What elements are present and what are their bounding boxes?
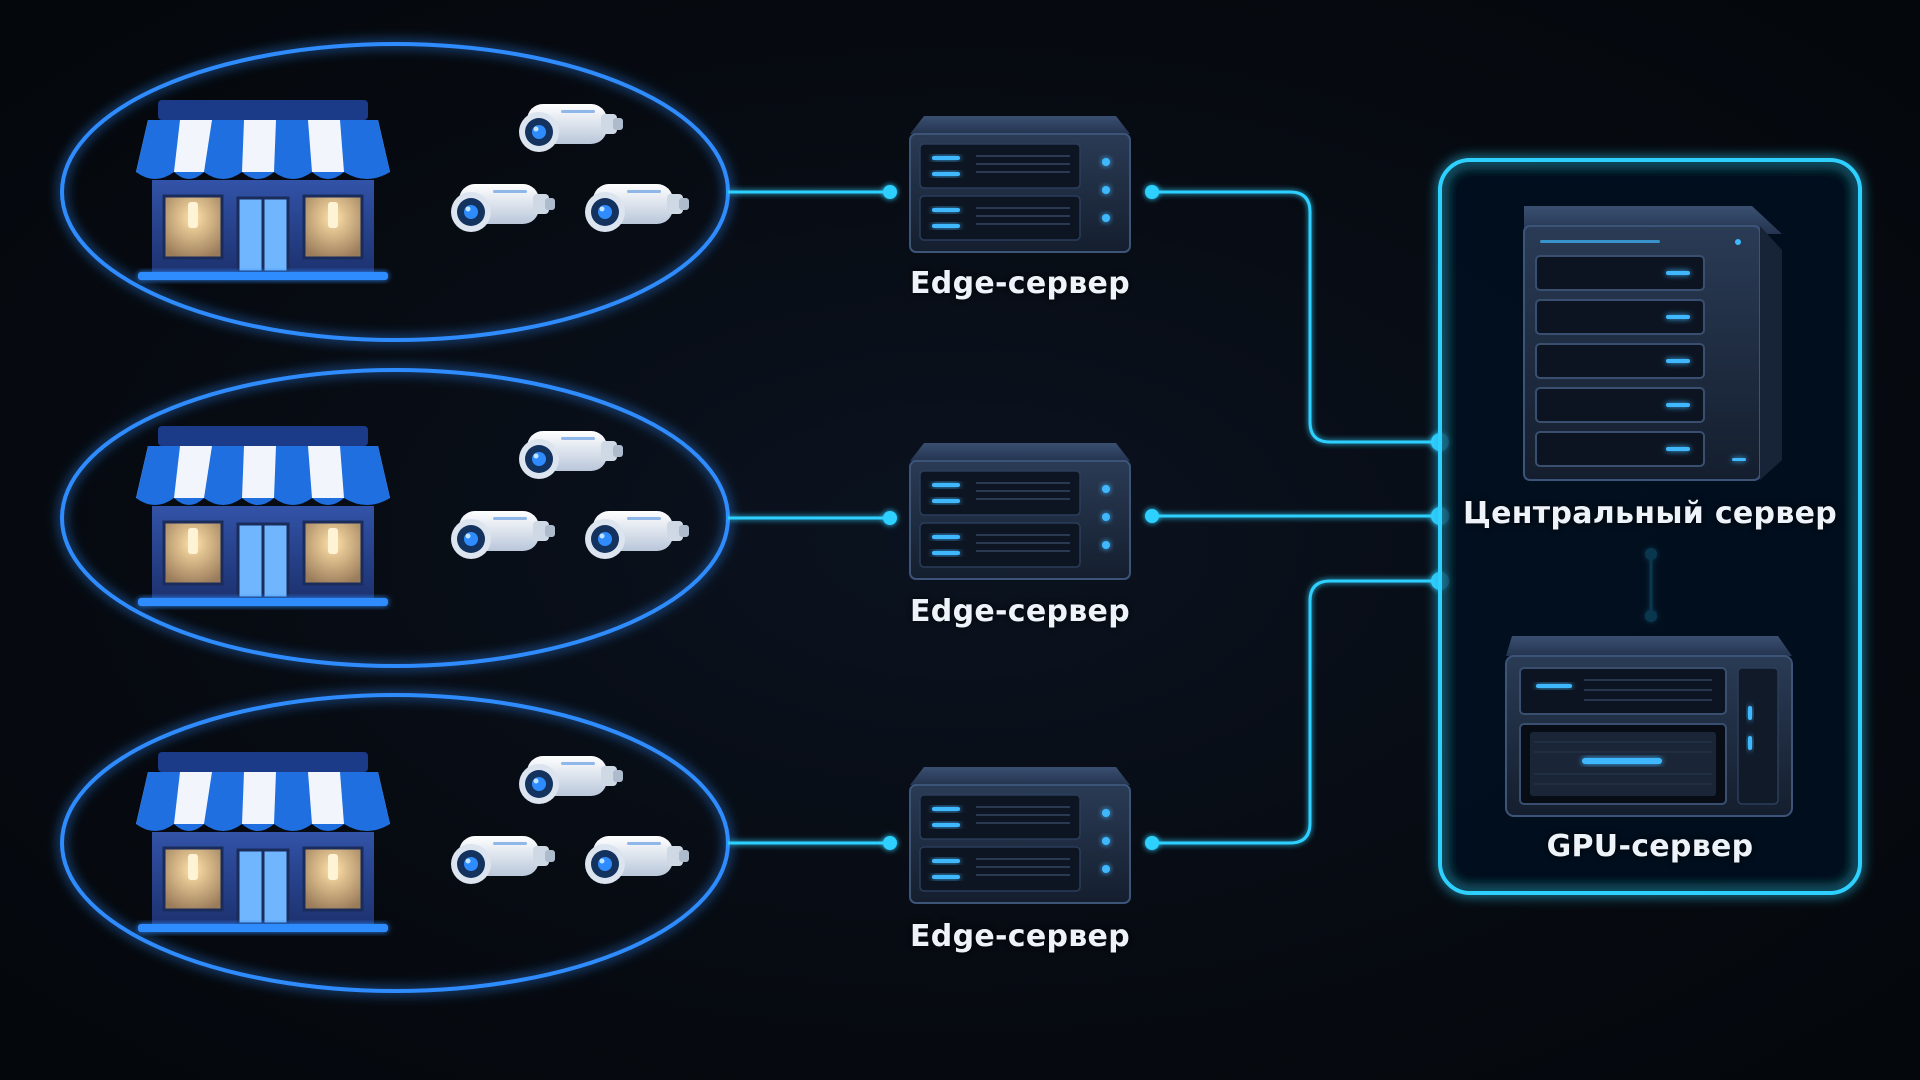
connector-dot [883, 511, 897, 525]
edge-server-label-1: Edge-сервер [910, 266, 1130, 301]
camera-icon [451, 511, 555, 559]
camera-icon [585, 511, 689, 559]
camera-icon [451, 184, 555, 232]
connector-dot [1145, 836, 1159, 850]
camera-icon [519, 756, 623, 804]
edge-server-icon [910, 443, 1130, 579]
edge-link-1 [1152, 190, 1440, 444]
store-icon [136, 100, 390, 280]
camera-icon [519, 104, 623, 152]
camera-icon [585, 184, 689, 232]
edge-server-icon [910, 116, 1130, 252]
edge-link-3 [1152, 579, 1440, 845]
camera-icon [585, 836, 689, 884]
connector-dot [1145, 185, 1159, 199]
edge-server-label-2: Edge-сервер [910, 594, 1130, 629]
central-server-icon [1523, 206, 1782, 481]
connector-dot [883, 185, 897, 199]
central-server-label: Центральный сервер [1462, 496, 1838, 531]
connector-dot [1145, 509, 1159, 523]
edge-server-label-3: Edge-сервер [910, 919, 1130, 954]
gpu-server-icon [1505, 636, 1793, 817]
store-icon [136, 426, 390, 606]
edge-server-icon [910, 767, 1130, 903]
camera-icon [519, 431, 623, 479]
connector-dot [883, 836, 897, 850]
store-icon [136, 752, 390, 932]
gpu-server-label: GPU-сервер [1546, 829, 1754, 864]
camera-icon [451, 836, 555, 884]
